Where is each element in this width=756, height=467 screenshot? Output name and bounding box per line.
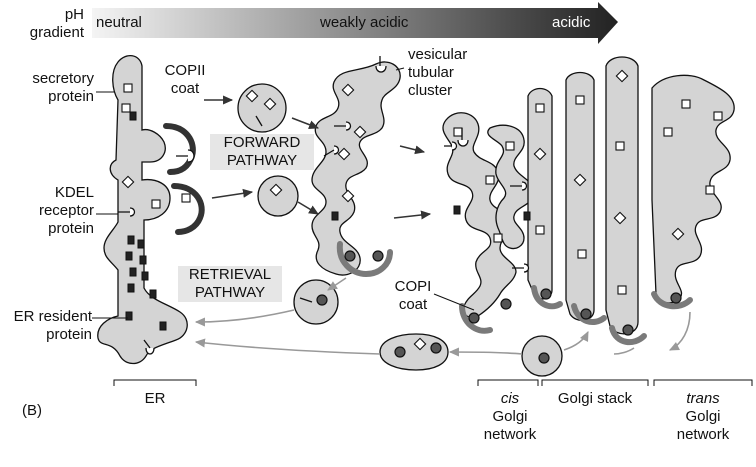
copi-cargo — [316, 250, 682, 364]
panel-label: (B) — [22, 402, 42, 419]
ph-label: pH gradient — [22, 6, 84, 42]
copi-coat-label: COPI coat — [390, 278, 436, 314]
kdel-label-line2: receptor — [38, 202, 94, 219]
er-resident-proteins — [125, 111, 531, 331]
copi-label-line2: coat — [398, 296, 428, 313]
trans-label-line2: Golgi — [685, 408, 721, 425]
golgi-cisterna-1 — [527, 87, 553, 300]
copii-coat-label: COPII coat — [160, 62, 210, 98]
vtc-label-line3: cluster — [408, 82, 453, 99]
cis-label-line3: network — [483, 426, 537, 443]
copi-coat-cis — [459, 303, 493, 334]
retrieval-arrows — [194, 277, 691, 357]
ph-weakly-acidic-label: weakly acidic — [320, 14, 409, 31]
trans-label-line1: trans — [686, 390, 720, 407]
ph-label-line1: pH — [64, 6, 84, 23]
secretory-protein-label: secretory protein — [2, 70, 94, 106]
er-resident-label-line1: ER resident — [13, 308, 92, 325]
copii-label-line2: coat — [170, 80, 200, 97]
copi-label-line1: COPI — [394, 278, 432, 295]
er-region-label: ER — [144, 390, 166, 407]
kdel-receptor-label: KDEL receptor protein — [2, 184, 94, 238]
forward-label-line1: FORWARD — [223, 134, 301, 151]
ph-acidic-label: acidic — [552, 14, 591, 31]
retrieval-label-line2: PATHWAY — [194, 284, 266, 301]
vtc-membrane — [311, 61, 401, 276]
ph-label-line2: gradient — [29, 24, 84, 41]
trans-golgi-network — [651, 74, 735, 304]
ph-gradient-arrow — [92, 2, 618, 44]
vesicular-tubular-cluster-label: vesicular tubular cluster — [408, 46, 467, 100]
vtc-label-line1: vesicular — [408, 46, 468, 63]
forward-label-line2: PATHWAY — [226, 152, 298, 169]
cis-label-line1: cis — [500, 390, 520, 407]
retrieval-label-line1: RETRIEVAL — [188, 266, 272, 283]
golgi-cisterna-2 — [565, 71, 595, 321]
er-membrane — [97, 55, 188, 365]
retrieval-pathway-label: RETRIEVAL PATHWAY — [178, 266, 282, 302]
copi-coat-stack-2 — [571, 303, 607, 325]
trans-label-line3: network — [676, 426, 730, 443]
golgi-stack-label: Golgi stack — [557, 390, 633, 407]
vtc-label-line2: tubular — [408, 64, 454, 81]
region-brackets — [113, 379, 753, 386]
copii-coat-upper — [163, 123, 196, 175]
copi-coat-vtc — [336, 241, 393, 278]
er-resident-protein-label: ER resident protein — [0, 308, 92, 344]
vesicle-forward-2 — [257, 175, 299, 217]
kdel-label-line3: protein — [48, 220, 94, 237]
secretory-label-line2: protein — [48, 88, 94, 105]
forward-arrows — [204, 95, 432, 220]
copi-coat-trans — [651, 291, 693, 310]
copii-label-line1: COPII — [164, 62, 206, 79]
cis-golgi-branch — [487, 124, 535, 250]
er-resident-label-line2: protein — [46, 326, 92, 343]
copi-coat-stack-3 — [609, 325, 647, 346]
cis-golgi-network-label: cis Golgi network — [478, 390, 542, 444]
kdel-label-line1: KDEL — [54, 184, 94, 201]
vesicle-retrieval-1 — [293, 279, 339, 325]
trans-golgi-network-label: trans Golgi network — [654, 390, 752, 444]
secretory-label-line1: secretory — [32, 70, 94, 87]
vesicle-retrieval-2 — [379, 333, 449, 371]
cargo-proteins — [121, 69, 723, 351]
kdel-receptors — [118, 56, 530, 355]
copi-coat-stack-1 — [531, 285, 563, 310]
cis-label-line2: Golgi — [492, 408, 528, 425]
ph-neutral-label: neutral — [96, 14, 142, 31]
leader-lines — [92, 67, 475, 319]
forward-pathway-label: FORWARD PATHWAY — [210, 134, 314, 170]
copii-coat-lower — [171, 183, 205, 235]
